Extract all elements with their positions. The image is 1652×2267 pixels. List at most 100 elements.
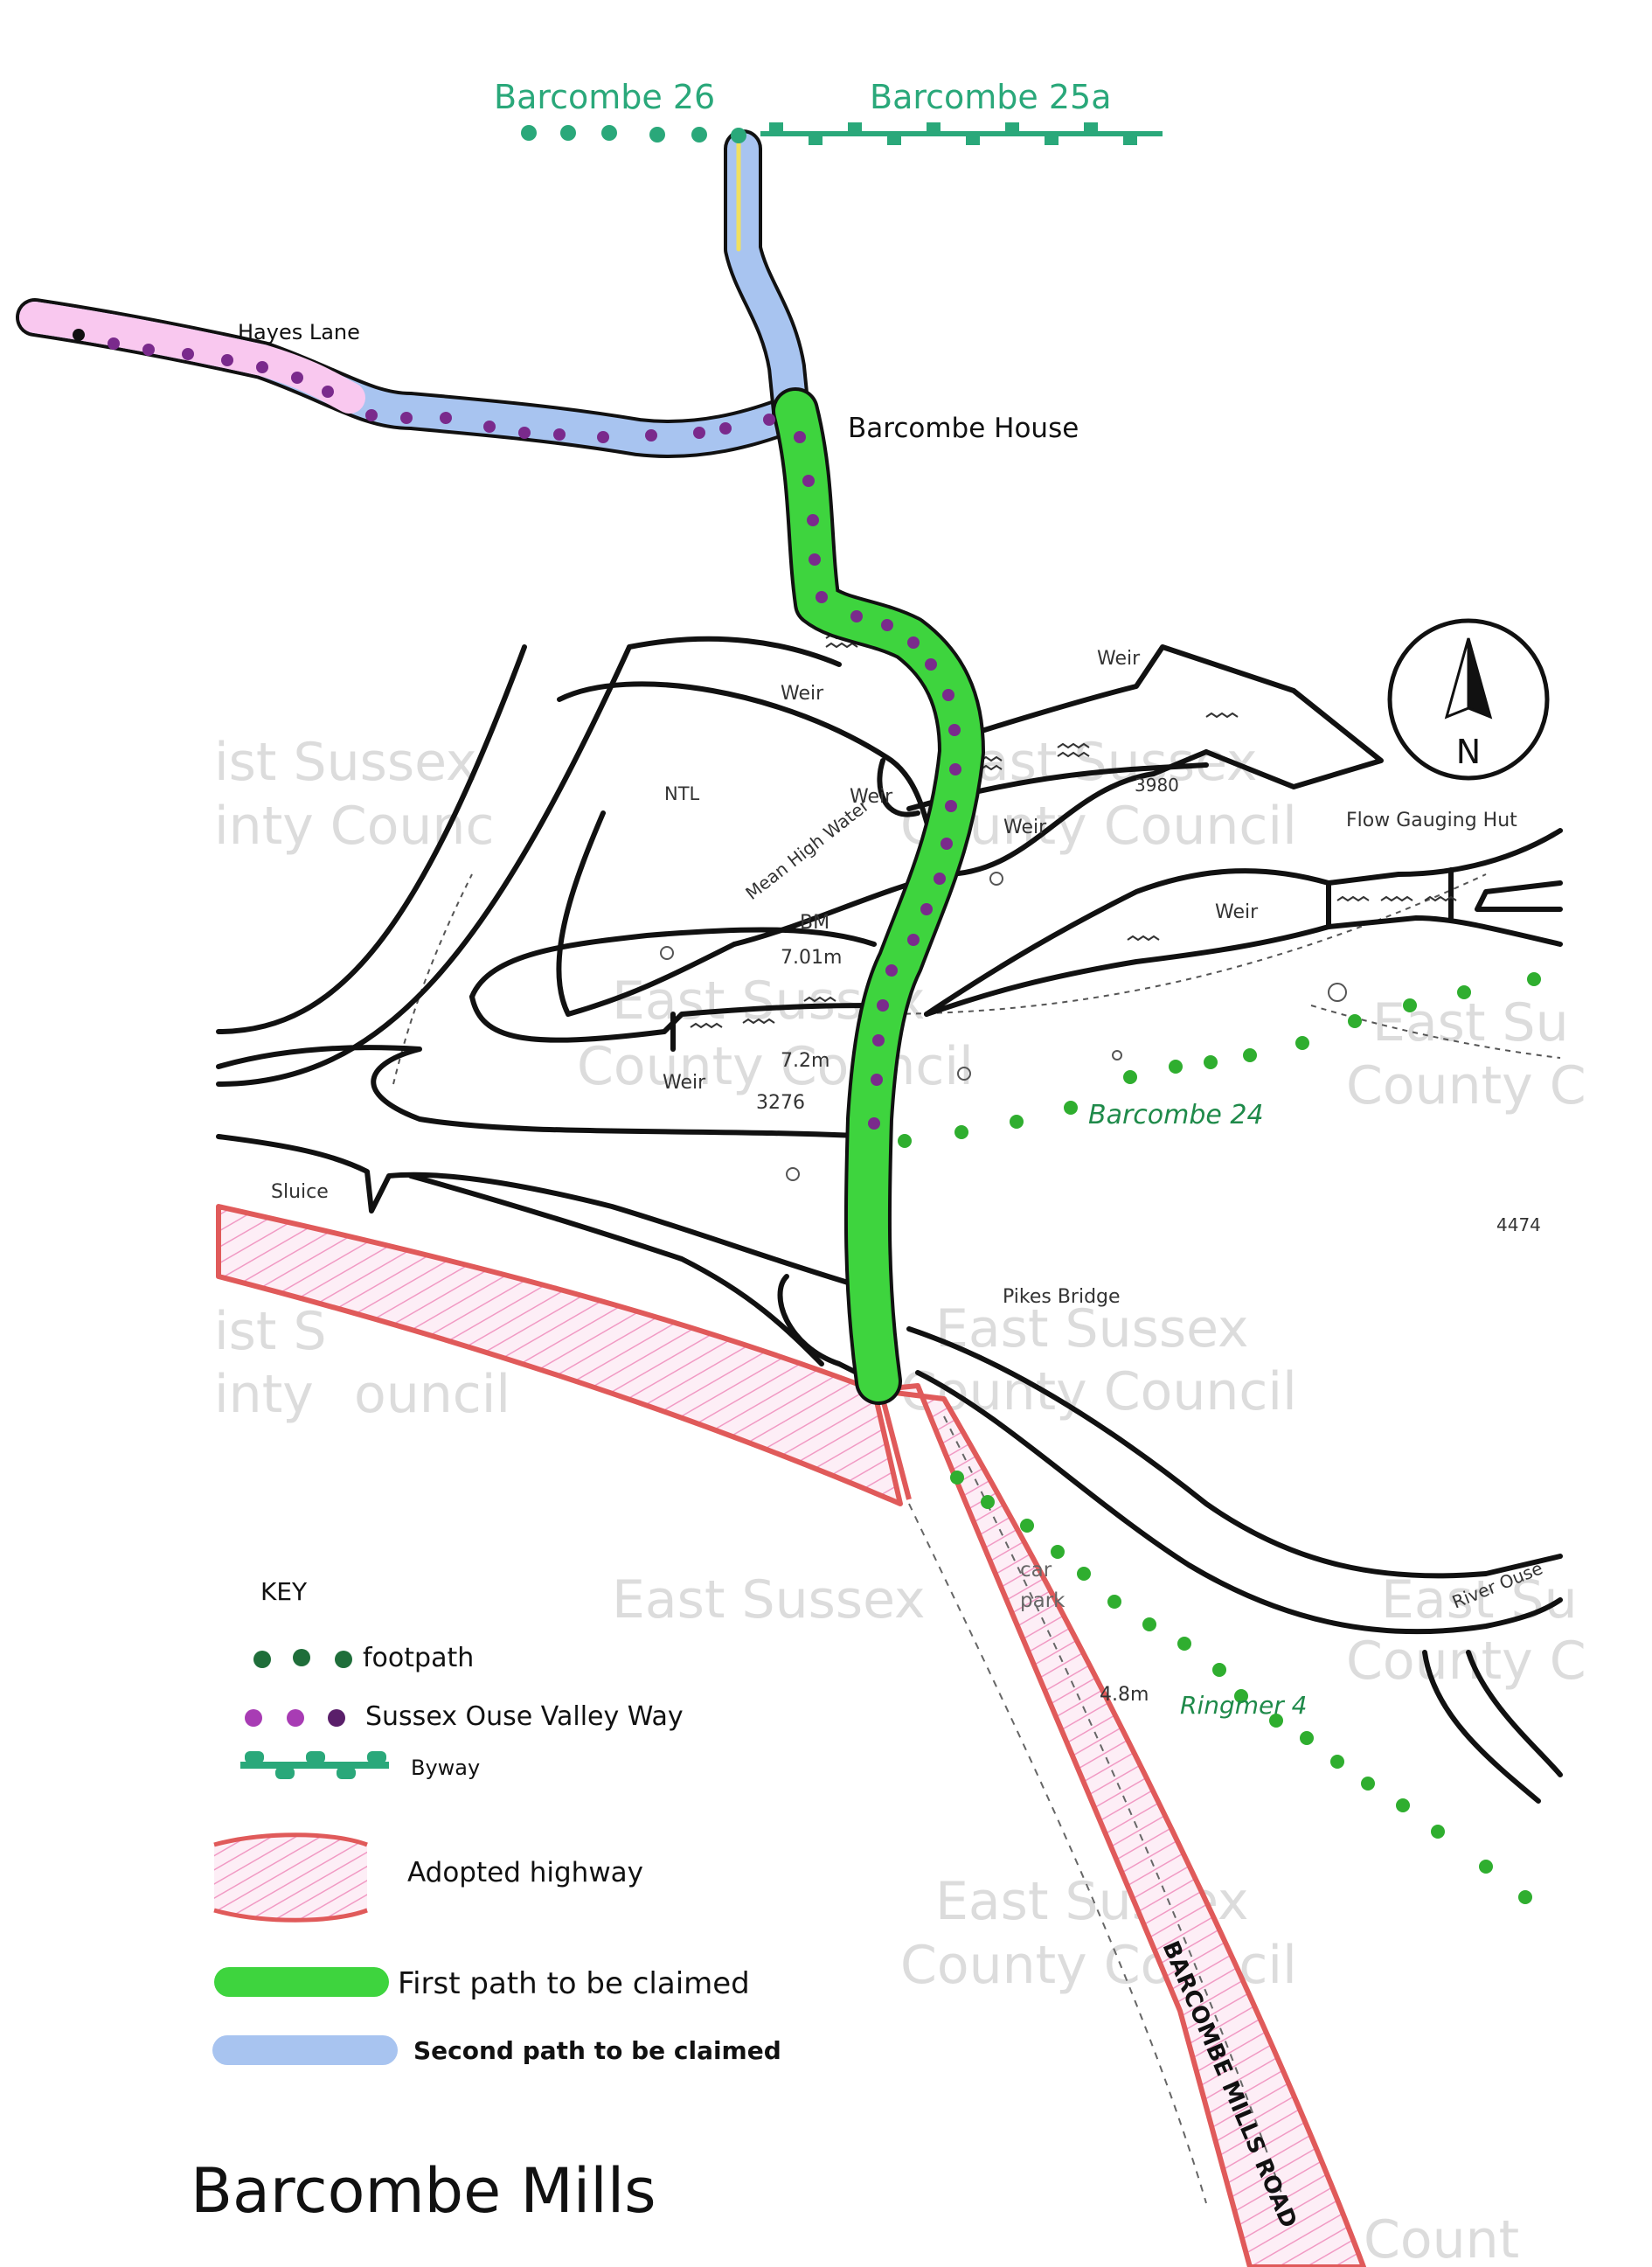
- base-map-dashed-lines: [392, 873, 1561, 1085]
- channel-bank: [1475, 880, 1563, 912]
- channel-bank: [408, 1173, 824, 1366]
- second-claimed-path: [16, 129, 810, 458]
- north-arrow: N: [1387, 618, 1550, 781]
- label-3980: 3980: [1135, 775, 1179, 796]
- map-key: KEY footpath Sussex Ouse Valley Way Bywa…: [212, 1577, 781, 2065]
- footpath-dot: [1123, 1070, 1137, 1084]
- highway-swatch-icon: [214, 1834, 367, 1921]
- key-item-ouse-valley-way: Sussex Ouse Valley Way: [245, 1701, 684, 1732]
- footpath-dot-icon: [293, 1649, 310, 1666]
- route-dot: [816, 591, 828, 603]
- footpath-dot: [1396, 1798, 1410, 1812]
- tree-symbol: [1112, 1050, 1122, 1060]
- footpath-dot: [601, 125, 617, 141]
- byway-line-base: [760, 131, 1163, 136]
- first-path-swatch-icon: [214, 1967, 389, 1997]
- label-height-7-2m: 7.2m: [781, 1050, 829, 1072]
- key-label: First path to be claimed: [398, 1966, 750, 2001]
- footpath-dot: [898, 1134, 912, 1148]
- byway-icon: [337, 1767, 356, 1779]
- key-item-first-path: First path to be claimed: [214, 1966, 750, 2001]
- route-dot: [807, 514, 819, 526]
- footpath-dot: [1010, 1115, 1024, 1129]
- label-4474: 4474: [1496, 1214, 1541, 1235]
- channel-bank: [877, 758, 920, 817]
- key-label: footpath: [363, 1643, 474, 1673]
- byway-tick: [1045, 136, 1059, 145]
- watermark-text: East Sussex: [944, 732, 1258, 793]
- footpath-dot: [1020, 1519, 1034, 1533]
- byway-icon: [275, 1767, 295, 1779]
- label-hayes-lane: Hayes Lane: [238, 320, 360, 344]
- channel-bank: [627, 636, 842, 667]
- footpath-dot: [1330, 1755, 1344, 1769]
- island-bank: [469, 927, 877, 999]
- key-heading: KEY: [260, 1577, 308, 1606]
- route-dot: [850, 610, 863, 622]
- road-centre-line: [908, 1503, 1207, 2204]
- adopted-highway-area: [216, 1204, 1366, 2267]
- footpath-dot-icon: [335, 1651, 352, 1668]
- dashed-boundary: [873, 873, 1487, 1015]
- river-bank: [915, 1370, 1563, 1635]
- route-dot: [518, 427, 531, 439]
- footpath-dot: [954, 1125, 968, 1139]
- key-item-byway: Byway: [240, 1751, 480, 1780]
- footpath-dot: [1212, 1663, 1226, 1677]
- water-symbol: [1057, 742, 1090, 758]
- footpath-dot: [950, 1471, 964, 1485]
- label-pikes-bridge: Pikes Bridge: [1003, 1286, 1121, 1308]
- road-edge: [1422, 1650, 1541, 1804]
- label-weir: Weir: [781, 683, 824, 705]
- byway-icon: [367, 1751, 386, 1763]
- watermark-text: inty: [214, 1364, 314, 1425]
- channel-bank: [941, 749, 1209, 877]
- footpath-dot: [1051, 1545, 1065, 1559]
- key-label: Byway: [411, 1756, 480, 1780]
- footpath-dot: [1107, 1595, 1121, 1609]
- label-flow-gauging-hut: Flow Gauging Hut: [1346, 810, 1517, 831]
- footpath-dot: [1269, 1714, 1283, 1728]
- footpath-dot: [1403, 998, 1417, 1012]
- label-bm: BM: [800, 912, 829, 934]
- ouse-valley-dot-icon: [287, 1709, 304, 1727]
- footpath-dot-icon: [253, 1651, 271, 1668]
- map-symbols: [660, 872, 1347, 1181]
- byway-tick: [966, 136, 980, 145]
- route-dot: [645, 429, 657, 442]
- highway-edge: [880, 1398, 912, 1500]
- route-dot: [881, 619, 893, 631]
- route-dot: [877, 999, 889, 1012]
- tree-symbol: [957, 1067, 971, 1081]
- route-dot: [945, 800, 957, 812]
- watermark-text: ist Sussex: [214, 732, 477, 793]
- byway-tick: [769, 122, 783, 131]
- adopted-highway: [216, 1204, 1366, 2267]
- ouse-valley-way-dots: [73, 329, 961, 1130]
- weir-edge: [1326, 867, 1454, 929]
- watermark-text: East Sussex: [935, 1298, 1249, 1360]
- label-car: car: [1020, 1559, 1052, 1582]
- key-item-second-path: Second path to be claimed: [212, 2035, 781, 2065]
- route-dot: [322, 386, 334, 398]
- key-label: Sussex Ouse Valley Way: [365, 1701, 684, 1732]
- route-dot: [553, 428, 566, 441]
- footpath-dot: [1479, 1860, 1493, 1874]
- route-dot: [948, 724, 961, 736]
- key-label: Second path to be claimed: [413, 2036, 781, 2065]
- byway-icon: [240, 1762, 389, 1769]
- watermark-text: County Council: [900, 1361, 1297, 1422]
- route-dot: [949, 763, 961, 775]
- tree-symbol: [1328, 983, 1347, 1002]
- path-fill: [727, 133, 807, 427]
- dashed-boundary: [1310, 1005, 1561, 1059]
- route-dot: [182, 348, 194, 360]
- north-arrow-needle: [1467, 637, 1493, 720]
- label-height-4-8m: 4.8m: [1100, 1684, 1149, 1706]
- water-symbol: [690, 1018, 775, 1029]
- byway-tick: [1084, 122, 1098, 131]
- watermark-text: County C: [1346, 1631, 1586, 1692]
- byway-tick: [809, 136, 823, 145]
- route-dot: [907, 934, 920, 946]
- route-dot: [719, 422, 732, 435]
